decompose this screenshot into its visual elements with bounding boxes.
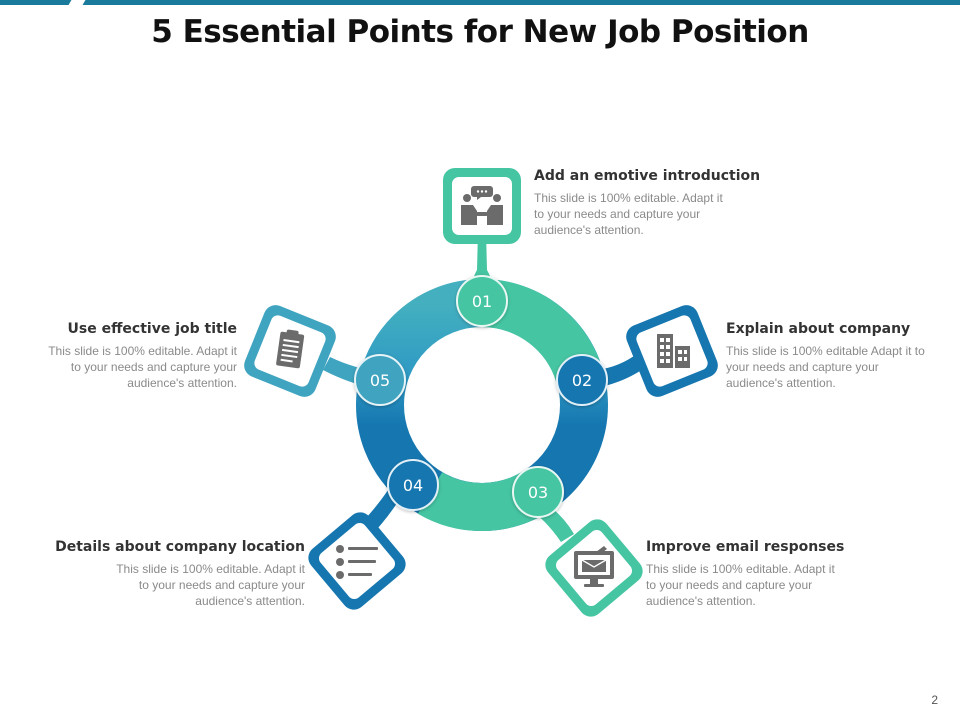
- badge-01: 01: [456, 275, 508, 327]
- point-01-description: This slide is 100% editable. Adapt it to…: [534, 191, 723, 237]
- handshake-icon: [461, 186, 503, 225]
- point-01-heading: Add an emotive introduction: [534, 168, 761, 184]
- page-number: 2: [931, 693, 938, 707]
- point-05-description: This slide is 100% editable. Adapt it to…: [48, 344, 237, 390]
- point-02-text: Explain about company This slide is 100%…: [726, 321, 926, 391]
- slide-title: 5 Essential Points for New Job Position: [151, 14, 809, 50]
- icon-box-01: [443, 168, 521, 244]
- point-04-description: This slide is 100% editable. Adapt it to…: [116, 562, 305, 608]
- buildings-icon: [657, 334, 690, 368]
- badge-05-label: 05: [370, 371, 390, 390]
- badge-04: 04: [387, 459, 439, 511]
- point-03-heading: Improve email responses: [646, 539, 845, 555]
- point-03-text: Improve email responses This slide is 10…: [646, 539, 846, 609]
- point-02-heading: Explain about company: [726, 321, 911, 337]
- badge-01-label: 01: [472, 292, 492, 311]
- list-icon: [336, 545, 378, 579]
- badge-05: 05: [354, 354, 406, 406]
- point-01-text: Add an emotive introduction This slide i…: [534, 168, 761, 238]
- document-icon: [276, 329, 305, 369]
- point-02-description: This slide is 100% editable Adapt it to …: [726, 344, 925, 390]
- top-accent-bar: [0, 0, 960, 5]
- point-05-heading: Use effective job title: [67, 321, 237, 337]
- badge-02-label: 02: [572, 371, 592, 390]
- badge-02: 02: [556, 354, 608, 406]
- badge-03-label: 03: [528, 483, 548, 502]
- point-04-text: Details about company location This slid…: [55, 539, 305, 609]
- point-05-text: Use effective job title This slide is 10…: [37, 321, 237, 391]
- email-monitor-icon: [574, 546, 614, 587]
- point-03-description: This slide is 100% editable. Adapt it to…: [646, 562, 835, 608]
- point-04-heading: Details about company location: [55, 539, 305, 555]
- badge-04-label: 04: [403, 476, 423, 495]
- badge-03: 03: [512, 466, 564, 518]
